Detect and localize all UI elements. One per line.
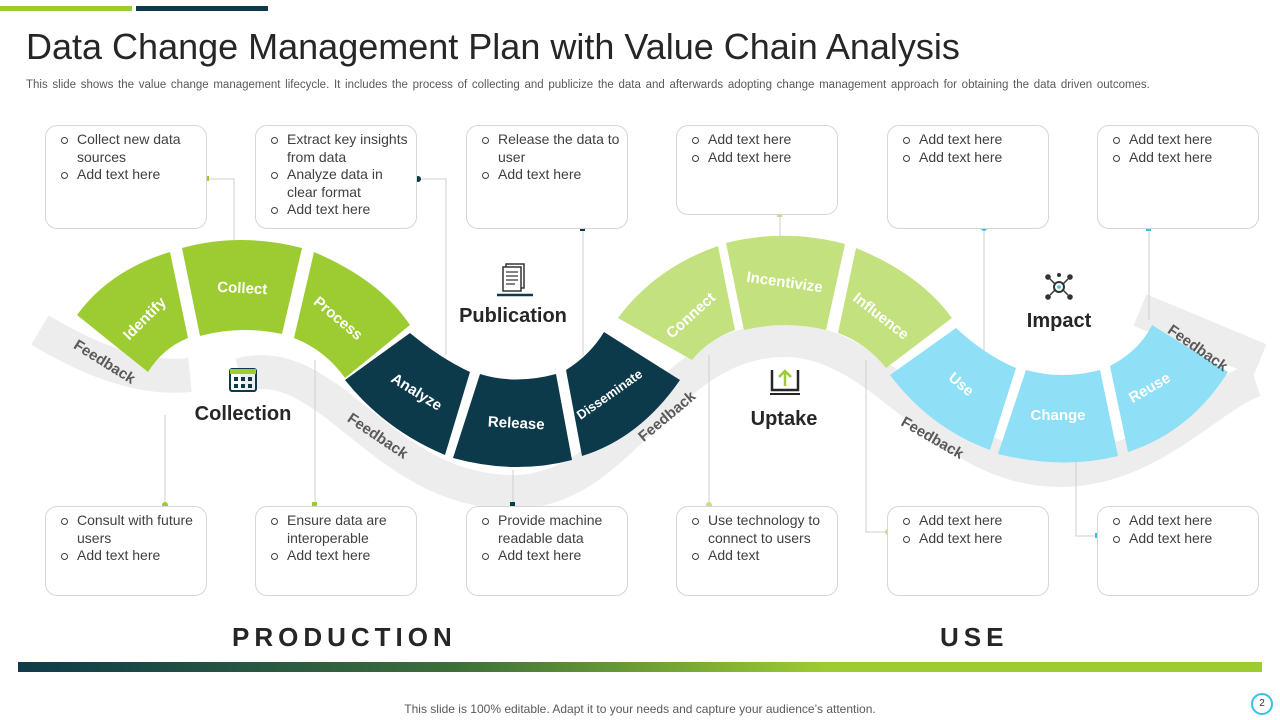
bullet-item: Add text here xyxy=(1108,530,1252,548)
segment-reuse xyxy=(1110,325,1228,452)
page-title: Data Change Management Plan with Value C… xyxy=(26,26,960,67)
gradient-divider xyxy=(18,662,1262,672)
segment-connect xyxy=(618,246,735,360)
bullet-item: Extract key insights from data xyxy=(266,131,410,166)
stage-label-publication: Publication xyxy=(459,305,567,327)
calendar-grid-icon xyxy=(229,368,257,392)
bullet-item: Add text here xyxy=(1108,131,1252,149)
bullet-item: Add text here xyxy=(266,201,410,219)
network-gear-icon xyxy=(1045,273,1073,300)
label-release: Release xyxy=(487,414,545,434)
bullet-item: Add text here xyxy=(56,166,200,184)
top-accent-lime xyxy=(0,6,132,11)
segment-change xyxy=(998,370,1118,463)
segment-group-collection xyxy=(77,240,410,378)
label-collect: Collect xyxy=(217,279,268,299)
bullet-item: Add text here xyxy=(898,131,1042,149)
segment-group-publication xyxy=(345,332,680,468)
bullet-item: Add text here xyxy=(266,547,410,565)
bullet-item: Analyze data in clear format xyxy=(266,166,410,201)
label-change: Change xyxy=(1030,407,1085,424)
bullet-item: Add text here xyxy=(687,149,831,167)
footer-note: This slide is 100% editable. Adapt it to… xyxy=(404,702,876,716)
bullet-item: Add text here xyxy=(477,166,621,184)
upload-tray-icon xyxy=(770,369,800,395)
bullet-item: Add text here xyxy=(898,149,1042,167)
connector-dots xyxy=(162,176,1151,538)
bullet-item: Provide machine readable data xyxy=(477,512,621,547)
bullet-item: Add text here xyxy=(687,131,831,149)
use-label: USE xyxy=(940,622,1009,652)
segment-group-uptake xyxy=(618,235,952,368)
segment-incentivize xyxy=(726,235,845,330)
bullet-item: Add text here xyxy=(898,512,1042,530)
bullet-item: Add text here xyxy=(56,547,200,565)
segment-release xyxy=(453,374,572,468)
segment-identify xyxy=(77,252,188,372)
connector-lines xyxy=(164,178,1150,537)
stage-label-impact: Impact xyxy=(1026,310,1092,332)
bullet-item: Add text here xyxy=(1108,512,1252,530)
segment-influence xyxy=(838,248,952,368)
stage-label-collection: Collection xyxy=(194,403,292,425)
segment-collect xyxy=(182,240,302,336)
document-stack-icon xyxy=(497,263,533,297)
page-subtitle: This slide shows the value change manage… xyxy=(26,79,1150,91)
production-label: PRODUCTION xyxy=(232,622,457,652)
bullet-item: Collect new data sources xyxy=(56,131,200,166)
page-number: 2 xyxy=(1251,693,1273,715)
bullet-item: Add text here xyxy=(1108,149,1252,167)
stage-label-uptake: Uptake xyxy=(750,408,818,430)
bullet-item: Consult with future users xyxy=(56,512,200,547)
bullet-item: Use technology to connect to users xyxy=(687,512,831,547)
bullet-item: Ensure data are interoperable xyxy=(266,512,410,547)
bullet-item: Add text here xyxy=(477,547,621,565)
feedback-band xyxy=(235,322,1262,510)
top-accent-navy xyxy=(136,6,268,11)
feedback-band-right-top xyxy=(1133,294,1267,376)
segment-group-impact xyxy=(890,325,1228,463)
bullet-item: Add text here xyxy=(898,530,1042,548)
segment-use xyxy=(890,328,1016,450)
bullet-item: Release the data to user xyxy=(477,131,621,166)
segment-analyze xyxy=(345,333,470,455)
bullet-item: Add text xyxy=(687,547,831,565)
segment-disseminate xyxy=(566,332,680,456)
feedback-band-left xyxy=(31,315,192,393)
segment-process xyxy=(294,252,410,378)
